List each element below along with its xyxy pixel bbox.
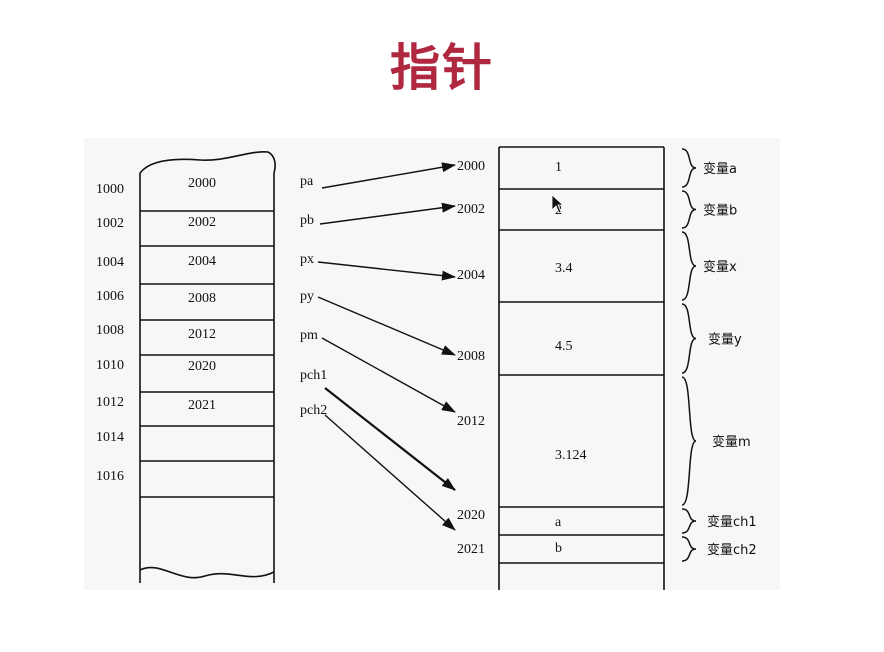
pointer-address-label: 1014 <box>96 430 124 445</box>
pointer-address-label: 1000 <box>96 182 124 197</box>
pointer-name-label: pb <box>300 213 314 228</box>
pointer-name-label: pch1 <box>300 368 327 383</box>
variable-value-text: a <box>555 515 562 530</box>
pointer-value-text: 2012 <box>188 327 216 342</box>
variable-address-label: 2002 <box>457 202 485 217</box>
memory-bottom-torn-edge <box>139 566 275 579</box>
pointer-address-label: 1016 <box>96 469 124 484</box>
mouse-cursor-icon <box>551 194 565 214</box>
variable-value-text: 4.5 <box>555 339 573 354</box>
pointer-value-text: 2020 <box>188 359 216 374</box>
pointer-name-label: pa <box>300 174 314 189</box>
pointer-value-text: 2021 <box>188 398 216 413</box>
pointer-memory-block <box>139 151 276 583</box>
pointer-address-label: 1002 <box>96 216 124 231</box>
pointer-arrow <box>317 261 456 281</box>
variable-name-label: 变量ch1 <box>707 514 757 530</box>
variable-address-label: 2000 <box>457 159 485 174</box>
variable-address-label: 2004 <box>457 268 485 283</box>
pointer-address-label: 1010 <box>96 358 124 373</box>
pointer-value-text: 2002 <box>188 215 216 230</box>
curly-brace <box>681 190 697 229</box>
variable-memory-block <box>498 146 665 590</box>
curly-brace <box>681 303 697 374</box>
variable-name-label: 变量a <box>703 161 737 177</box>
pointer-value-text: 2004 <box>188 254 216 269</box>
pointer-value-text: 2008 <box>188 291 216 306</box>
pointer-memory-diagram: 1000 2000 pa 1002 2002 pb 1004 2004 px 1006 2008 py… <box>84 138 780 590</box>
variable-value-text: b <box>555 541 562 556</box>
pointer-address-label: 1008 <box>96 323 124 338</box>
variable-address-label: 2012 <box>457 414 485 429</box>
variable-value-text: 1 <box>555 160 562 175</box>
pointer-arrow <box>317 296 456 356</box>
variable-name-label: 变量x <box>703 259 737 275</box>
curly-brace <box>681 231 697 301</box>
pointer-arrow <box>324 387 456 491</box>
variable-value-text: 3.124 <box>555 448 587 463</box>
variable-value-text: 3.4 <box>555 261 573 276</box>
pointer-arrow <box>319 202 456 225</box>
variable-name-label: 变量ch2 <box>707 542 757 558</box>
pointer-name-label: pm <box>300 328 318 343</box>
curly-brace <box>681 376 697 506</box>
memory-top-torn-edge <box>139 151 276 174</box>
curly-brace <box>681 508 697 534</box>
pointer-name-label: px <box>300 252 314 267</box>
pointer-address-label: 1006 <box>96 289 124 304</box>
slide-title: 指针 <box>390 39 494 97</box>
pointer-value-text: 2000 <box>188 176 216 191</box>
variable-address-label: 2008 <box>457 349 485 364</box>
diagram-canvas: 1000 2000 pa 1002 2002 pb 1004 2004 px 1006 2008 py… <box>96 146 757 590</box>
pointer-arrow <box>321 337 456 413</box>
pointer-address-label: 1012 <box>96 395 124 410</box>
pointer-address-label: 1004 <box>96 255 124 270</box>
variable-address-label: 2021 <box>457 542 485 557</box>
pointer-arrow <box>321 162 456 189</box>
curly-brace <box>681 148 697 188</box>
variable-name-label: 变量m <box>712 434 751 450</box>
curly-brace <box>681 536 697 562</box>
pointer-name-label: py <box>300 289 314 304</box>
variable-name-label: 变量b <box>703 203 737 219</box>
variable-address-label: 2020 <box>457 508 485 523</box>
pointer-arrow <box>324 414 456 531</box>
pointer-name-label: pch2 <box>300 403 327 418</box>
variable-name-label: 变量y <box>708 332 742 348</box>
